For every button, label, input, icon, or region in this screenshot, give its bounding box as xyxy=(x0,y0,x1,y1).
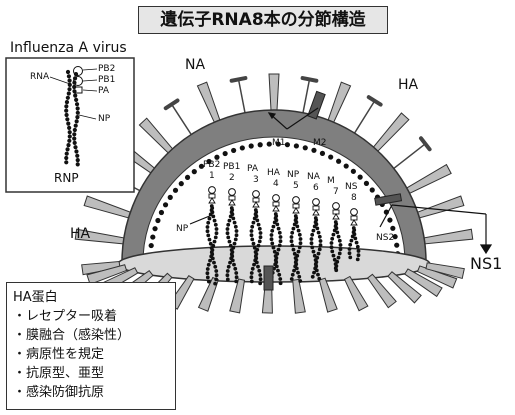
segment-number: 6 xyxy=(313,183,319,193)
ha-spike xyxy=(318,277,338,313)
na-spike xyxy=(353,95,383,134)
ha-spike xyxy=(416,265,458,289)
na-label-top: NA xyxy=(185,57,206,73)
ha-spike xyxy=(387,271,422,304)
rnp-segment xyxy=(309,198,323,281)
pa-label: PA xyxy=(98,86,110,96)
ns1-label: NS1 xyxy=(470,254,503,273)
ha-spike xyxy=(83,195,131,219)
pb1-label: PB1 xyxy=(98,75,116,85)
rnp-segment xyxy=(347,208,361,262)
ha-spike xyxy=(372,112,410,152)
ha-spike xyxy=(268,73,280,111)
page-title: 遺伝子RNA8本の分節構造 xyxy=(138,6,388,34)
m1-label: M1 xyxy=(272,138,286,148)
np-inset-label: NP xyxy=(98,114,111,124)
ha-info-item: ・感染防御抗原 xyxy=(13,385,105,400)
ha-label-left: HA xyxy=(70,226,91,242)
rnp-segments xyxy=(205,186,361,286)
pb2-label: PB2 xyxy=(98,64,116,74)
ns2-label: NS2 xyxy=(376,233,395,243)
na-spike xyxy=(300,76,319,113)
rnp-illustration xyxy=(49,66,98,167)
rnp-label: RNP xyxy=(54,171,79,185)
rnp-segment xyxy=(329,202,343,273)
pointer-arrows xyxy=(189,107,493,255)
ha-spike xyxy=(138,117,174,154)
inset-title: Influenza A virus xyxy=(10,40,127,56)
ha-spike xyxy=(292,278,306,314)
rnp-segment xyxy=(249,190,263,286)
ha-spike xyxy=(425,262,465,280)
segment-number: 5 xyxy=(293,181,299,191)
segment-name: NS xyxy=(345,182,358,192)
np-label: NP xyxy=(176,224,189,234)
na-spike xyxy=(163,98,192,135)
ha-spike xyxy=(343,275,369,312)
segment-name: PB1 xyxy=(223,162,241,172)
rnp-segment xyxy=(205,186,219,286)
ha-spike xyxy=(406,163,452,194)
segment-name: PA xyxy=(247,164,259,174)
ha-info-item: ・抗原型、亜型 xyxy=(13,366,105,381)
ha-spike xyxy=(196,81,221,123)
ha-spike xyxy=(423,228,474,245)
segment-number: 8 xyxy=(351,193,357,203)
segment-number: 7 xyxy=(333,187,339,197)
segment-number: 2 xyxy=(229,173,235,183)
rnp-segment xyxy=(289,196,303,283)
ha-spike xyxy=(327,81,352,123)
rnp-segment xyxy=(269,194,283,286)
segment-number: 4 xyxy=(273,179,279,189)
ha-info-box: HA蛋白 ・レセプター吸着 ・膜融合（感染性） ・病原性を規定 ・抗原型、亜型 … xyxy=(6,282,176,410)
ha-label-right: HA xyxy=(398,77,419,93)
segment-name: HA xyxy=(267,168,280,178)
m2-label: M2 xyxy=(313,138,327,148)
ha-spike xyxy=(404,268,443,298)
ha-info-item: ・膜融合（感染性） xyxy=(13,328,131,343)
ha-info-item: ・レセプター吸着 xyxy=(13,309,118,324)
ha-spike xyxy=(229,278,246,314)
segment-name: NA xyxy=(307,172,320,182)
segment-name: M xyxy=(327,176,335,186)
ha-spike xyxy=(366,273,397,309)
segment-name: NP xyxy=(287,170,300,180)
na-spike xyxy=(393,136,432,170)
na-spike xyxy=(229,76,248,113)
ha-info-item: ・病原性を規定 xyxy=(13,347,105,362)
ha-spike xyxy=(86,264,128,286)
segment-number: 1 xyxy=(209,171,215,181)
rnp-segment xyxy=(225,188,239,284)
ha-info-heading: HA蛋白 xyxy=(13,290,58,305)
segment-name: PB2 xyxy=(203,160,221,170)
segment-number: 3 xyxy=(253,175,259,185)
ha-spike xyxy=(417,195,465,219)
rna-label: RNA xyxy=(30,72,50,82)
